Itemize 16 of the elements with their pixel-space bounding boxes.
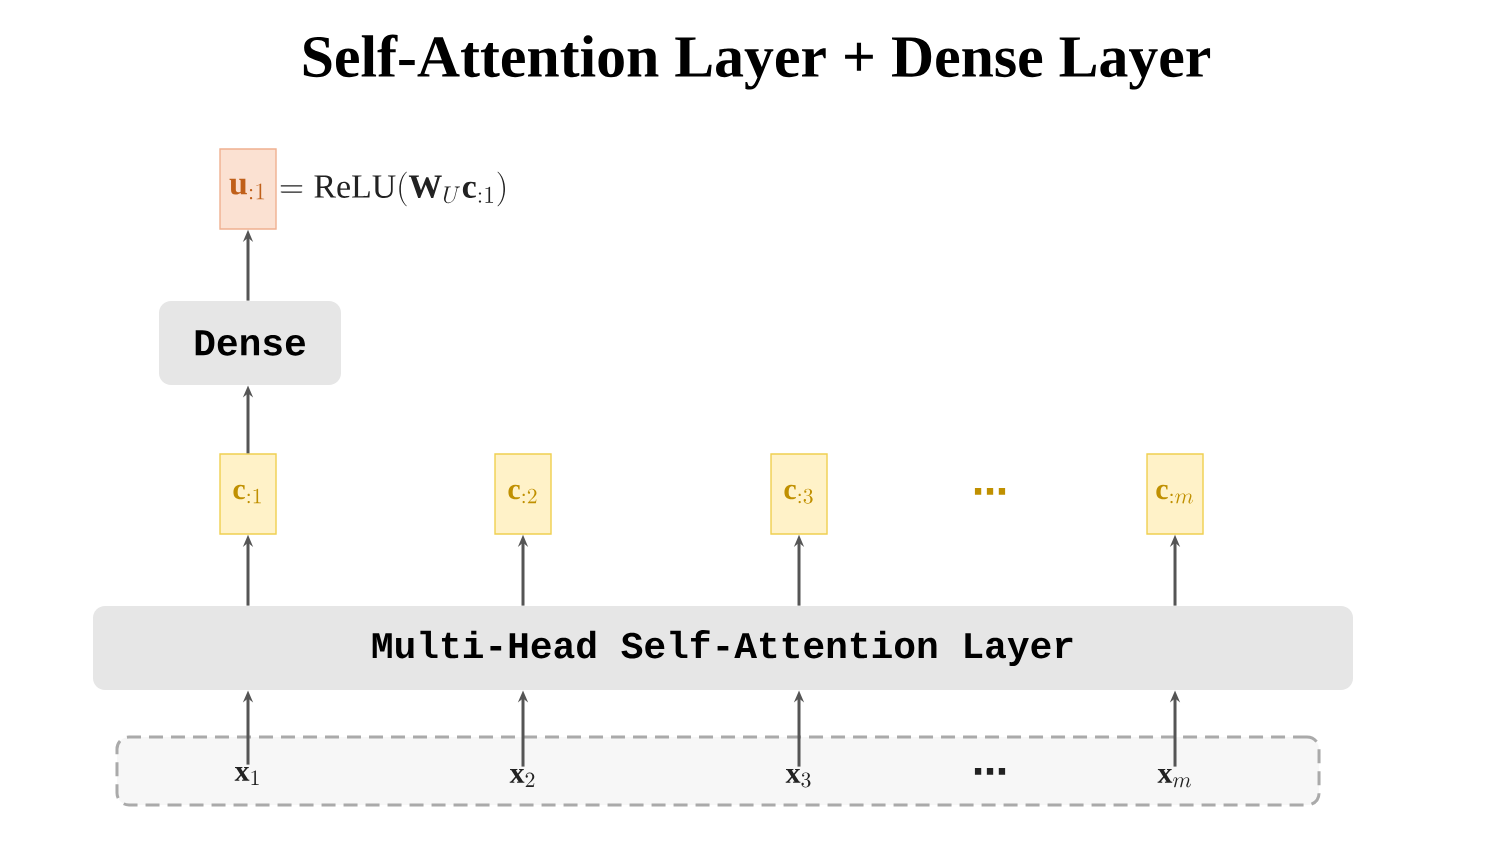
input-vector: $\mathbf{x}_{1}$: [234, 767, 259, 785]
context-vector-box: $\mathbf{c}_{:2}$: [494, 453, 552, 535]
output-vector-box: $\mathbf{u}_{:1}$: [219, 148, 277, 230]
formula: $= \mathrm{ReLU}(\mathbf{W}_{U}\mathbf{c}_{:1})$: [280, 171, 505, 207]
attention-layer-box: Multi-Head Self-Attention Layer: [93, 606, 1354, 690]
input-vector: $\mathbf{x}_{m}$: [1157, 769, 1191, 788]
ellipsis: ⋯: [974, 768, 1006, 775]
input-band: [115, 735, 1321, 807]
dense-layer-box: Dense: [159, 301, 341, 385]
context-vector-box: $\mathbf{c}_{:1}$: [219, 453, 277, 535]
context-vector-box: $\mathbf{c}_{:3}$: [770, 453, 828, 535]
context-vector-box: $\mathbf{c}_{:m}$: [1146, 453, 1204, 535]
input-vector: $\mathbf{x}_{3}$: [785, 769, 811, 788]
input-vector: $\mathbf{x}_{2}$: [509, 769, 535, 787]
title: Self-Attention Layer + Dense Layer: [303, 34, 1211, 90]
ellipsis: ⋯: [974, 488, 1006, 495]
